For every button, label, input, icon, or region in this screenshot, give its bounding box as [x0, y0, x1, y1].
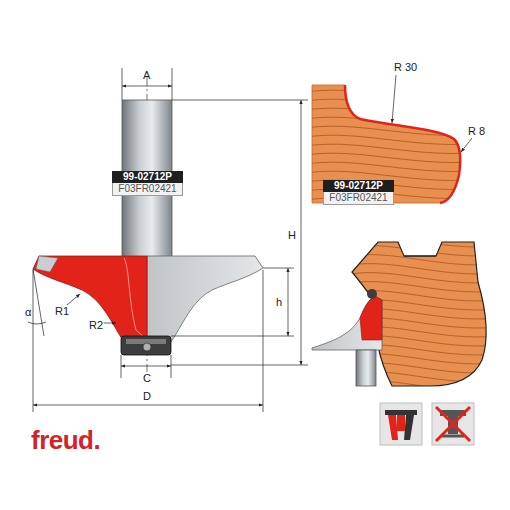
extension-line: [171, 355, 172, 378]
article-code: F03FR02421: [112, 183, 183, 196]
wood-grain: [300, 99, 475, 108]
article-code: F03FR02421: [323, 192, 394, 205]
extension-line: [122, 68, 123, 100]
wood-grain: [340, 291, 500, 301]
radius-label: R 30: [394, 62, 417, 73]
extension-line: [171, 336, 294, 337]
angle-label: α: [25, 307, 31, 318]
carbide-tip: [36, 256, 58, 272]
no-hand-icon: [432, 403, 474, 445]
label-plate: 99-02712PF03FR02421: [323, 180, 394, 205]
wood-grain: [300, 144, 475, 153]
workpiece: [340, 237, 500, 400]
dovetail: [404, 255, 436, 256]
application-wing: [360, 296, 382, 340]
dimension-line: [121, 366, 171, 367]
wood-grain: [340, 246, 500, 256]
extension-line: [171, 365, 308, 366]
bearing-screw: [143, 343, 151, 351]
cutter-highlight: [124, 258, 147, 340]
label-plate: 99-02712PF03FR02421: [112, 171, 183, 196]
wood-grain: [340, 237, 500, 247]
leader-line: [461, 138, 472, 152]
workpiece-outline: [352, 242, 486, 386]
angle-line: [33, 269, 44, 336]
wood-grain: [340, 390, 500, 400]
leader-line: [392, 75, 396, 123]
router-table-icon: [380, 403, 422, 445]
brand-logo: freud.: [31, 427, 100, 453]
extension-line: [263, 268, 294, 269]
wood-grain: [300, 81, 475, 90]
part-number: 99-02712P: [323, 180, 394, 192]
dimension-line: [33, 405, 263, 406]
cutter-body: [147, 256, 263, 342]
angle-arc: [28, 322, 46, 324]
wood-grain: [300, 207, 475, 216]
radius-label: R2: [89, 320, 103, 331]
bearing: [121, 336, 171, 355]
dimension-label: A: [143, 70, 150, 81]
dimension-label: D: [143, 391, 151, 402]
dimension-label: h: [276, 297, 282, 308]
extension-line: [33, 270, 34, 412]
dimension-label: H: [288, 230, 296, 241]
leader-line: [104, 323, 116, 324]
radius-label: R1: [55, 306, 69, 317]
wood-grain: [300, 108, 475, 117]
wood-grain: [300, 117, 475, 126]
wood-grain: [300, 90, 475, 99]
cutter-wing: [33, 256, 147, 342]
leader-line: [67, 294, 80, 305]
extension-line: [263, 270, 264, 412]
dimension-line: [122, 86, 172, 87]
wood-grain: [300, 153, 475, 162]
wood-outline: [312, 85, 440, 203]
wood-profile: [300, 80, 475, 217]
dimension-line: [288, 268, 289, 336]
application-bearing: [367, 289, 377, 299]
extension-line: [172, 68, 173, 100]
application-bit: [312, 296, 382, 350]
wood-grain: [300, 126, 475, 135]
extension-line: [121, 355, 122, 378]
extension-line: [172, 100, 308, 101]
dimension-label: C: [143, 373, 151, 384]
part-number: 99-02712P: [112, 171, 183, 183]
dimension-line: [301, 100, 302, 365]
radius-label: R 8: [468, 126, 485, 137]
application-shank: [356, 350, 376, 386]
wood-grain: [300, 162, 475, 171]
